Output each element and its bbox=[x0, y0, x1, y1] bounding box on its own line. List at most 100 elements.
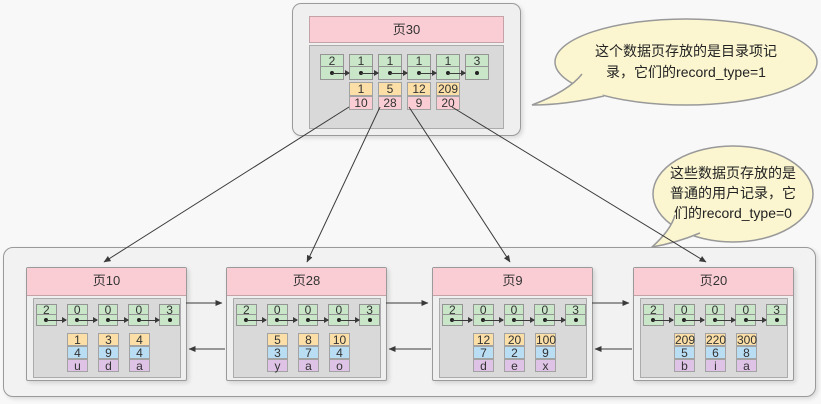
infimum-cell: 2 bbox=[36, 304, 68, 326]
record-key: 209 bbox=[674, 333, 696, 347]
key-row: 209 220 300 bbox=[674, 333, 787, 346]
next-record-pointer bbox=[566, 315, 585, 325]
record-key: 1 bbox=[67, 333, 88, 346]
value-row: d e x bbox=[473, 359, 586, 372]
record-key: 100 bbox=[535, 333, 557, 347]
key-row: 12 20 100 bbox=[473, 333, 586, 346]
next-record-arrow bbox=[277, 317, 299, 323]
record-value: y bbox=[267, 359, 288, 372]
next-record-pointer bbox=[321, 67, 350, 79]
record-key: 5 bbox=[267, 333, 288, 346]
page-9-records-area: 2 0 0 0 3 bbox=[439, 298, 587, 378]
record-type-value: 0 bbox=[67, 304, 87, 316]
record-headers: 2 0 0 0 3 bbox=[643, 304, 787, 326]
value-row: 4 9 4 bbox=[67, 346, 180, 359]
page-10: 页10 2 0 0 0 bbox=[26, 267, 187, 381]
directory-page-number: 20 bbox=[436, 96, 460, 110]
infimum-cell: 2 bbox=[643, 304, 675, 326]
record-type-value: 0 bbox=[674, 304, 694, 316]
record-value: e bbox=[504, 359, 525, 372]
next-record-pointer bbox=[299, 315, 329, 325]
record-type-value: 0 bbox=[504, 304, 524, 316]
bubble-user-tail bbox=[652, 215, 700, 247]
record-value: 9 bbox=[98, 346, 119, 359]
value-row: u d a bbox=[67, 359, 180, 372]
record-type-value: 1 bbox=[350, 55, 372, 67]
next-record-pointer bbox=[535, 315, 566, 325]
next-record-arrow bbox=[513, 317, 535, 323]
page-30: 页30 2 1 1 1 1 bbox=[292, 3, 521, 136]
record-type-value: 2 bbox=[321, 55, 343, 67]
user-record-cell: 0 bbox=[266, 304, 299, 326]
user-record-cell: 0 bbox=[503, 304, 535, 326]
record-value: 4 bbox=[67, 346, 88, 359]
next-record-arrow bbox=[544, 317, 566, 323]
next-record-pointer bbox=[706, 315, 736, 325]
directory-pageno-row: 10 28 9 20 bbox=[349, 96, 503, 110]
record-key: 300 bbox=[736, 333, 758, 347]
record-value: 8 bbox=[736, 346, 757, 359]
pointer-dot bbox=[774, 318, 779, 322]
supremum-cell: 3 bbox=[465, 54, 489, 80]
directory-record-cell: 1 bbox=[378, 54, 408, 80]
record-type-value: 3 bbox=[566, 304, 585, 316]
record-type-value: 3 bbox=[466, 55, 488, 67]
user-record-cell: 0 bbox=[128, 304, 160, 326]
next-record-pointer bbox=[350, 67, 379, 79]
next-record-pointer bbox=[437, 67, 466, 79]
directory-key: 209 bbox=[436, 82, 460, 96]
infimum-cell: 2 bbox=[236, 304, 268, 326]
directory-key: 1 bbox=[349, 82, 373, 96]
directory-record-cell: 1 bbox=[349, 54, 379, 80]
supremum-cell: 3 bbox=[565, 304, 586, 326]
page-9: 页9 2 0 0 0 bbox=[432, 267, 593, 381]
pointer-dot bbox=[475, 71, 479, 75]
value-row: b i a bbox=[674, 359, 787, 372]
next-record-pointer bbox=[474, 315, 505, 325]
page-30-records-area: 2 1 1 1 1 bbox=[309, 45, 504, 129]
next-record-arrow bbox=[107, 317, 129, 323]
next-record-pointer bbox=[129, 315, 160, 325]
next-record-arrow bbox=[338, 317, 360, 323]
record-key: 20 bbox=[504, 333, 525, 346]
next-record-pointer bbox=[505, 315, 535, 325]
record-type-value: 0 bbox=[736, 304, 756, 316]
next-record-pointer bbox=[767, 315, 786, 325]
directory-key: 5 bbox=[378, 82, 402, 96]
next-record-arrow bbox=[448, 70, 466, 76]
page-20: 页20 2 0 0 0 bbox=[633, 267, 794, 381]
next-record-arrow bbox=[452, 317, 474, 323]
record-type-value: 0 bbox=[473, 304, 493, 316]
pointer-dot bbox=[167, 318, 172, 322]
next-record-arrow bbox=[419, 70, 437, 76]
next-record-pointer bbox=[68, 315, 99, 325]
next-record-pointer bbox=[329, 315, 360, 325]
record-key: 4 bbox=[129, 333, 150, 346]
directory-key-row: 1 5 12 209 bbox=[349, 82, 503, 96]
record-value: o bbox=[329, 359, 350, 372]
next-record-pointer bbox=[360, 315, 379, 325]
page-28: 页28 2 0 0 0 bbox=[226, 267, 387, 381]
supremum-cell: 3 bbox=[359, 304, 380, 326]
next-record-pointer bbox=[160, 315, 179, 325]
value-row: 7 2 9 bbox=[473, 346, 586, 359]
value-row: y a o bbox=[267, 359, 380, 372]
record-type-value: 0 bbox=[705, 304, 725, 316]
record-value: 2 bbox=[504, 346, 525, 359]
next-record-arrow bbox=[361, 70, 379, 76]
record-value: a bbox=[736, 359, 757, 372]
page-20-title: 页20 bbox=[634, 268, 793, 296]
record-value: 6 bbox=[705, 346, 726, 359]
record-value: 4 bbox=[329, 346, 350, 359]
record-headers: 2 0 0 0 3 bbox=[36, 304, 180, 326]
next-record-arrow bbox=[332, 70, 350, 76]
record-type-value: 2 bbox=[237, 304, 256, 316]
record-headers: 2 0 0 0 3 bbox=[236, 304, 380, 326]
user-record-cell: 0 bbox=[673, 304, 706, 326]
page-30-title: 页30 bbox=[309, 16, 504, 43]
record-value: d bbox=[473, 359, 494, 372]
directory-page-number: 28 bbox=[378, 96, 402, 110]
next-record-arrow bbox=[246, 317, 268, 323]
record-type-value: 0 bbox=[98, 304, 118, 316]
next-record-pointer bbox=[237, 315, 268, 325]
